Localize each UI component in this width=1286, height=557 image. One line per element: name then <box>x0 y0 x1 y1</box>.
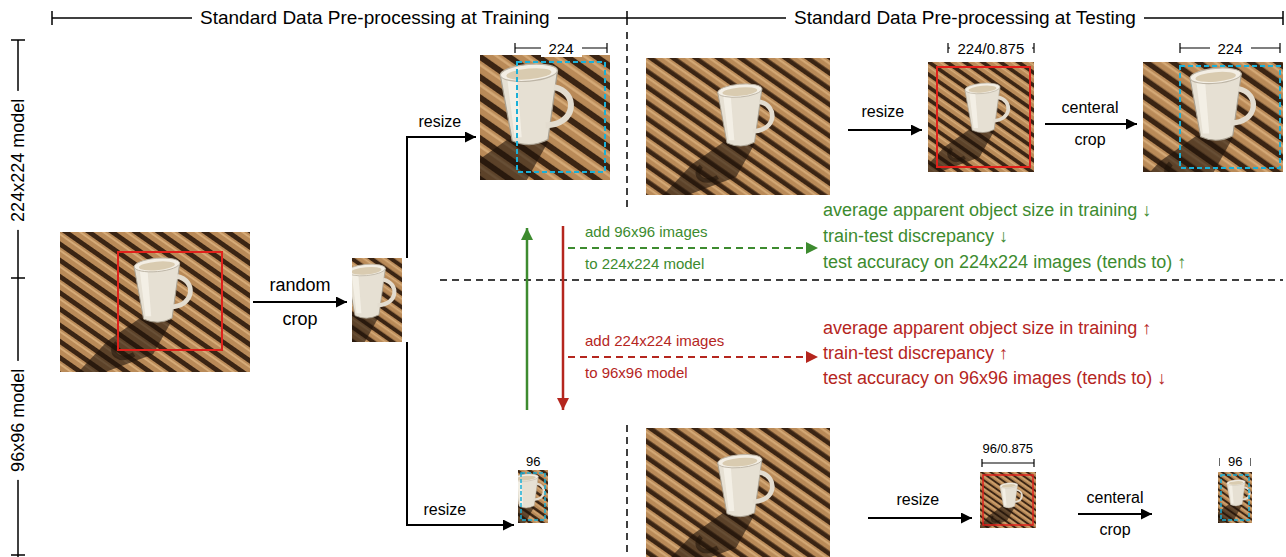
effect-note: average apparent object size in training… <box>823 200 1151 221</box>
photo-test-original <box>646 58 830 196</box>
effect-note: train-test discrepancy ↓ <box>823 226 1008 247</box>
model-label: 96x96 model <box>8 360 29 479</box>
photo-test-crop <box>1107 37 1286 197</box>
crop-box <box>118 252 222 350</box>
dimension-label: 224 <box>1210 40 1251 57</box>
section-heading: Standard Data Pre-processing at Testing <box>786 7 1144 29</box>
crop-box <box>983 475 1033 525</box>
red-dashed-arrow <box>568 356 818 358</box>
divider-line <box>626 32 628 210</box>
model-label: 224x224 model <box>8 90 29 229</box>
object-box <box>521 473 545 520</box>
red-arrow <box>562 226 565 410</box>
step-label: centeral crop <box>1052 92 1128 156</box>
step-label: resize <box>897 491 940 509</box>
step-label: random crop <box>260 268 340 336</box>
object-box <box>517 62 605 172</box>
object-box <box>1221 475 1249 520</box>
step-label: resize <box>424 501 467 519</box>
photo-train-224 <box>407 30 646 209</box>
section-heading: Standard Data Pre-processing at Training <box>192 7 558 29</box>
arrow-label: add 96x96 images to 224x224 model <box>585 216 717 280</box>
photo-train-96 <box>475 459 576 535</box>
photo-test-crop <box>1196 468 1274 526</box>
dimension-label: 96 <box>1220 455 1250 470</box>
object-box <box>1180 66 1280 168</box>
effect-note: test accuracy on 96x96 images (tends to)… <box>823 368 1166 389</box>
dimension-bar <box>515 43 1280 467</box>
process-arrow <box>253 124 1152 525</box>
divider-line <box>440 279 1283 281</box>
photo-test-resized <box>908 62 1055 172</box>
photo-test-original <box>646 428 830 557</box>
effect-note: average apparent object size in training… <box>823 318 1151 339</box>
divider-line <box>626 425 628 557</box>
crop-box <box>937 67 1030 167</box>
green-arrow <box>526 228 529 410</box>
green-dashed-arrow <box>568 247 818 249</box>
dimension-label: 224/0.875 <box>950 40 1033 57</box>
arrow-label: add 224x224 images to 96x96 model <box>585 325 733 389</box>
step-label: centeral crop <box>1080 482 1150 546</box>
step-label: resize <box>862 103 905 121</box>
photo-original <box>60 231 250 374</box>
effect-note: train-test discrepancy ↑ <box>823 343 1008 364</box>
dimension-label: 96 <box>518 455 548 470</box>
step-label: resize <box>419 113 462 131</box>
dimension-label: 224 <box>541 40 582 57</box>
dimension-label: 96/0.875 <box>983 442 1034 457</box>
photo-test-resized <box>971 472 1046 528</box>
effect-note: test accuracy on 224x224 images (tends t… <box>823 252 1186 273</box>
